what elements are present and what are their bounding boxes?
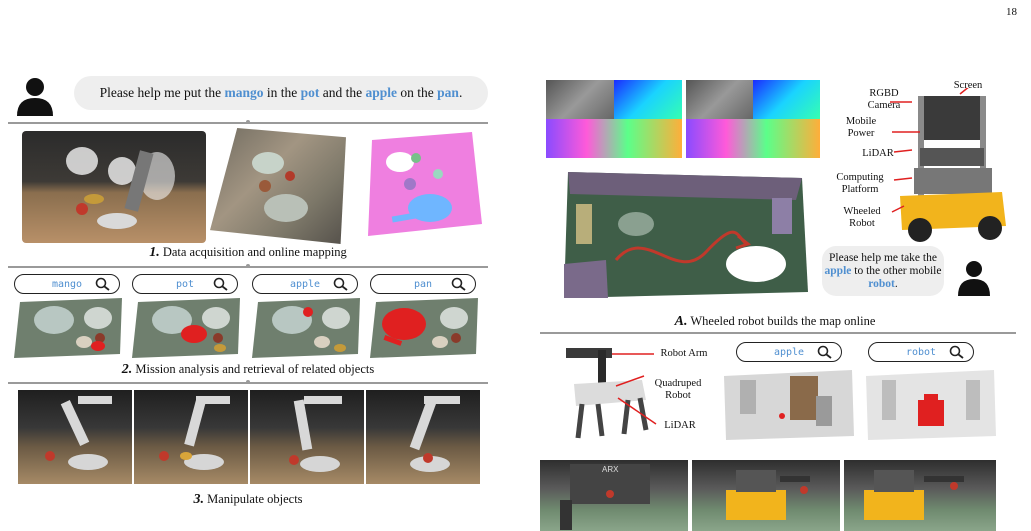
bottom-photo-2 [692,460,840,531]
search-box-apple: apple [252,274,358,294]
section-divider [8,380,488,384]
quadruped-robot-image [566,348,657,439]
label-rgbd-camera: RGBD Camera [867,88,901,111]
wheeled-robot-image [890,88,1006,242]
manipulation-photo-4 [366,390,480,484]
bottom-photo-text: ARX [602,465,619,474]
step-a-caption: A. Wheeled robot builds the map online [674,314,876,329]
step-2-caption: 2. Mission analysis and retrieval of rel… [121,362,375,377]
bottom-photo-1: ARX [540,460,688,531]
label-robot-arm: Robot Arm [660,348,708,359]
semantic-segmentation-map [352,128,488,244]
retrieval-tile-pan [370,298,478,358]
section-divider [540,332,1016,334]
bottom-photo-3 [844,460,996,531]
search-box-pot: pot [132,274,238,294]
retrieval-cloud-apple [724,370,854,440]
label-mobile-power: Mobile Power [845,116,877,139]
sensor-image-grid-2 [686,80,820,158]
label-quadruped-robot: Quadruped Robot [654,378,702,401]
user-avatar-icon [958,261,990,296]
label-lidar: LiDAR [862,148,894,159]
instruction-bubble: Please help me put the mango in the pot … [74,76,488,110]
retrieval-cloud-robot [866,370,996,440]
point-cloud-map [210,128,346,244]
search-icon [95,277,110,291]
search-box-mango: mango [14,274,120,294]
instruction-text: Please help me put the mango in the pot … [99,85,463,100]
instruction-text-right: Please help me take the apple to the oth… [824,251,942,290]
label-computing-platform: Computing Platform [836,172,884,195]
instruction-bubble-right: Please help me take the apple to the oth… [822,246,944,296]
search-icon [817,345,832,359]
step-3-caption: 3. Manipulate objects [193,492,303,507]
step-1-caption: 1. Data acquisition and online mapping [149,245,347,260]
sensor-image-grid-1 [546,80,682,158]
label-lidar-quadruped: LiDAR [664,420,696,431]
search-icon [213,277,228,291]
search-box-robot: robot [868,342,974,362]
manipulation-photo-3 [250,390,364,484]
search-icon [451,277,466,291]
label-screen: Screen [953,80,983,91]
user-avatar-icon [17,78,53,116]
search-box-apple-right: apple [736,342,842,362]
search-icon [333,277,348,291]
kitchen-scene-photo [22,131,206,243]
retrieval-tile-mango [14,298,122,358]
section-divider [8,120,488,124]
retrieval-tile-apple [252,298,360,358]
manipulation-photo-1 [18,390,132,484]
search-box-pan: pan [370,274,476,294]
search-icon [949,345,964,359]
page-number: 18 [1006,6,1017,18]
section-divider [8,264,488,268]
manipulation-photo-2 [134,390,248,484]
label-wheeled-robot: Wheeled Robot [843,206,881,229]
retrieval-tile-pot [132,298,240,358]
online-map [546,164,818,304]
